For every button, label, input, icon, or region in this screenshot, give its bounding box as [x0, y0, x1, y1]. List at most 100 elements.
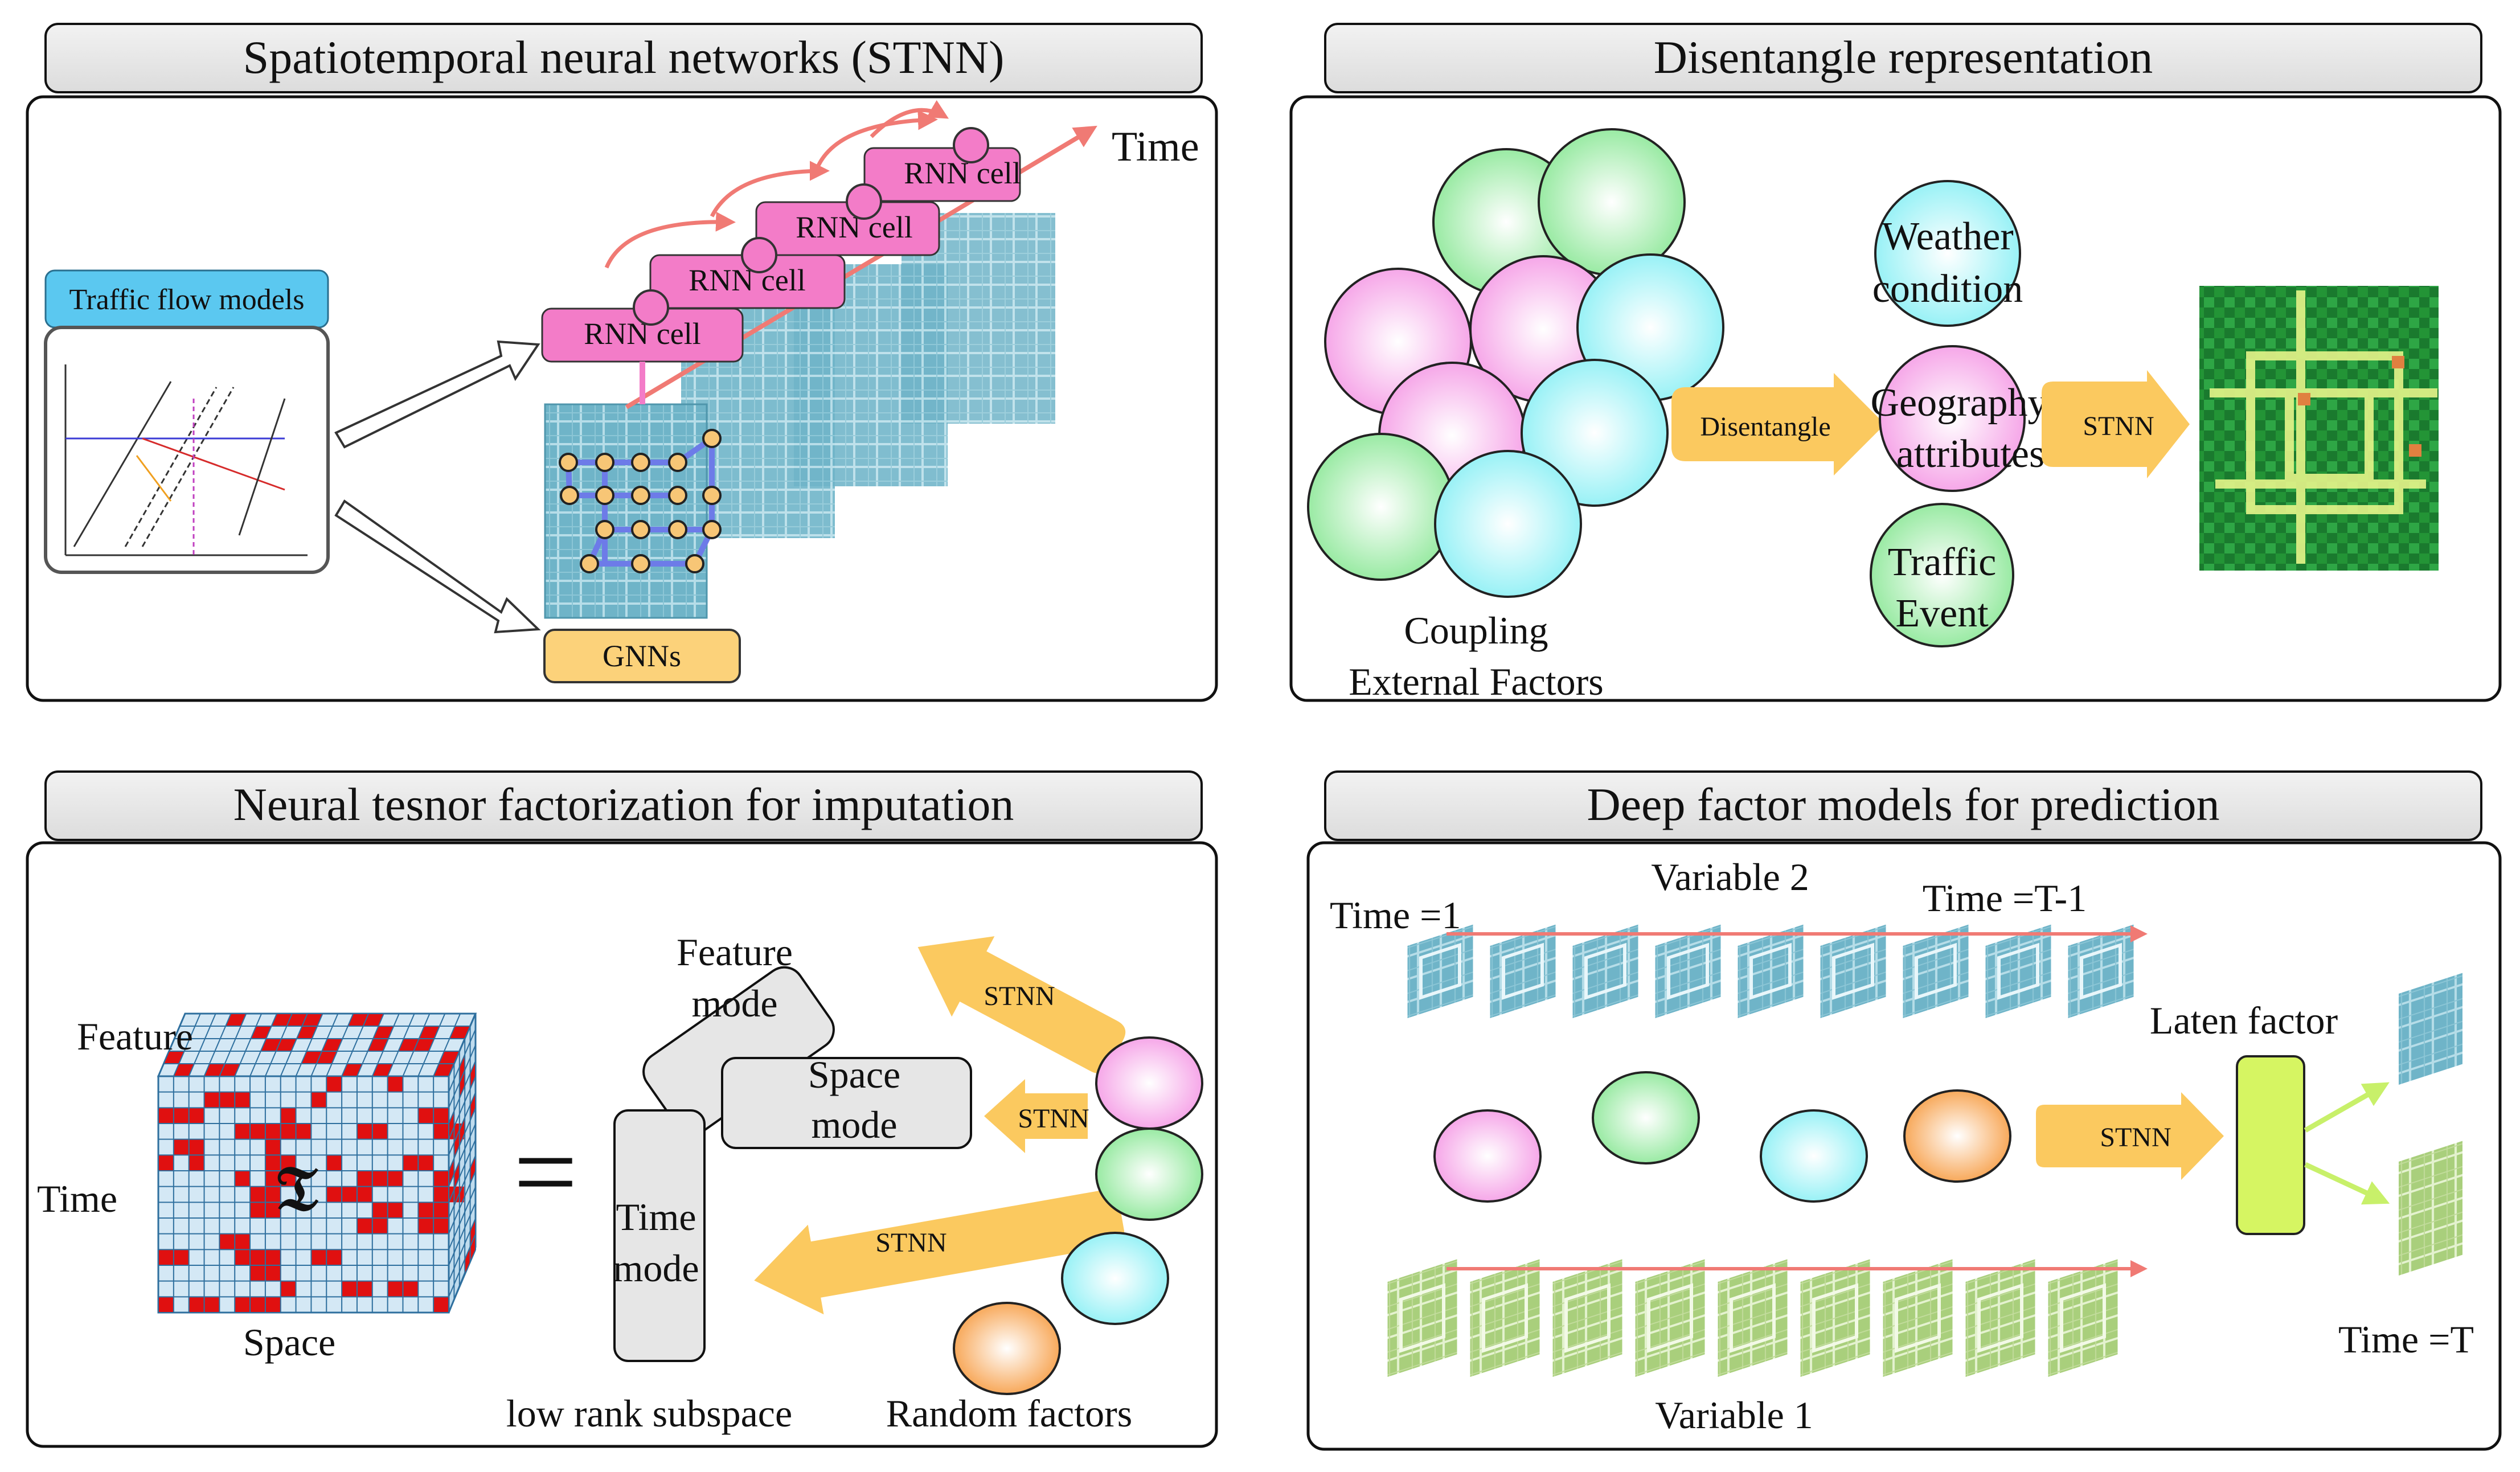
graph-node [560, 486, 579, 505]
missing-entry [387, 1076, 403, 1092]
time-1-label: Time =1 [1330, 893, 1461, 937]
gnns-label: GNNs [603, 639, 681, 673]
missing-entry [470, 1092, 476, 1121]
missing-entry [439, 1051, 460, 1064]
variable1-map-frame [1386, 1257, 1459, 1379]
traffic-event-label-line1: Traffic [1888, 540, 1997, 584]
missing-entry [470, 1061, 476, 1089]
missing-entry [296, 1026, 318, 1039]
rnn-state-node [846, 183, 882, 220]
missing-entry [449, 1111, 454, 1139]
feature-mode-label-line1: Feature [677, 930, 793, 974]
missing-entry [280, 1108, 296, 1124]
graph-node [595, 453, 614, 472]
laten-factor-label: Laten factor [2150, 999, 2338, 1042]
panel-imputation-title: Neural tesnor factorization for imputati… [233, 778, 1014, 830]
missing-entry [326, 1076, 342, 1092]
green-factor-ball [1307, 433, 1455, 581]
missing-entry [265, 1202, 281, 1218]
variable1-map-sequence [1386, 1257, 2120, 1379]
disentangle-arrow [1671, 373, 1885, 475]
panel-disentangle-title: Disentangle representation [1654, 31, 2153, 83]
missing-entry [413, 1039, 435, 1051]
arrow-to-gnns [334, 499, 541, 634]
graph-node [631, 486, 650, 505]
random-factor-balls [953, 1036, 1203, 1395]
geography-label-line2: attributes [1896, 432, 2044, 476]
panel-prediction-title: Deep factor models for prediction [1587, 778, 2219, 830]
graph-node [580, 554, 599, 573]
feature-axis-label: Feature [77, 1015, 193, 1058]
missing-entry [357, 1218, 372, 1234]
missing-entry [433, 1171, 449, 1187]
variable2-map-frame [1736, 922, 1805, 1020]
cyan-latent-ball [1760, 1109, 1868, 1203]
time-label: Time [1112, 124, 1199, 170]
rnn-nodes [633, 127, 989, 326]
missing-entry [367, 1039, 388, 1051]
graph-node [559, 453, 578, 472]
coupling-label-line1: Coupling [1404, 609, 1548, 652]
stnn-arrow-disentangle [2042, 370, 2190, 478]
variable2-map-frame [1818, 922, 1888, 1020]
space-mode [721, 1057, 972, 1149]
data-tensor-cube: 𝔗 [157, 1012, 477, 1314]
missing-entry [470, 1218, 476, 1247]
missing-entry [302, 1014, 323, 1026]
panel-disentangle: Disentangle representation Coupling Exte… [1289, 23, 2502, 703]
missing-entry [271, 1014, 292, 1026]
panel-stnn: Spatiotemporal neural networks (STNN) Tr… [26, 23, 1218, 702]
latent-factor-balls [1433, 1071, 2011, 1203]
time-t-label: Time =T [2338, 1318, 2474, 1361]
missing-entry [454, 1161, 460, 1190]
predicted-map-variable2 [2399, 973, 2462, 1085]
panel-stnn-title: Spatiotemporal neural networks (STNN) [243, 31, 1005, 83]
rnn-cell-label: RNN cell [904, 156, 1021, 190]
time-mode [613, 1109, 706, 1362]
variable1-label: Variable 1 [1655, 1393, 1813, 1437]
traffic-event-factor-ball [1870, 503, 2014, 647]
missing-entry [219, 1064, 240, 1076]
missing-entry [158, 1297, 174, 1313]
missing-entry [163, 1051, 185, 1064]
prediction-arrow-blue [2304, 1082, 2390, 1133]
panel-imputation: Neural tesnor factorization for imputati… [26, 770, 1218, 1448]
missing-entry [280, 1281, 296, 1297]
coupling-label-line2: External Factors [1349, 660, 1604, 703]
panel-prediction-header [1324, 770, 2482, 841]
predicted-map-variable1 [2399, 1141, 2462, 1276]
traffic-flow-label: Traffic flow models [69, 284, 304, 316]
missing-entry [433, 1297, 449, 1313]
weather-factor-ball [1874, 180, 2021, 327]
graph-node [668, 520, 687, 539]
pink-latent-ball [1433, 1109, 1542, 1203]
missing-entry [158, 1155, 174, 1171]
time-axis-label: Time [37, 1177, 117, 1220]
stnn-arrow-prediction [2036, 1092, 2224, 1180]
missing-entry [235, 1171, 251, 1187]
variable2-map-frame [1488, 922, 1558, 1020]
missing-entry [373, 1026, 394, 1039]
missing-entry [316, 1051, 338, 1064]
missing-entry [465, 1247, 470, 1275]
missing-entry [280, 1171, 296, 1187]
weather-label-line2: condition [1872, 267, 2023, 311]
space-axis-label: Space [243, 1321, 335, 1364]
variable2-map-frame [1653, 922, 1723, 1020]
stnn-arrow-feature-label: STNN [984, 981, 1055, 1011]
cyan-factor-ball [1521, 359, 1669, 507]
missing-entry [363, 1014, 384, 1026]
rnn-cells: RNN cell RNN cell RNN cell RNN cell [541, 147, 1021, 404]
prediction-arrow-green [2304, 1162, 2390, 1205]
missing-entry [251, 1026, 272, 1039]
missing-entry [286, 1014, 308, 1026]
missing-entry [449, 1158, 454, 1187]
missing-entry [204, 1064, 225, 1076]
traffic-flow-plot [44, 326, 330, 574]
space-mode-label-line1: Space [808, 1053, 900, 1096]
coupled-factor-cluster [1307, 128, 1724, 598]
missing-entry [322, 1039, 343, 1051]
graph-node [702, 486, 722, 505]
stnn-arrow-time [754, 1190, 1125, 1315]
